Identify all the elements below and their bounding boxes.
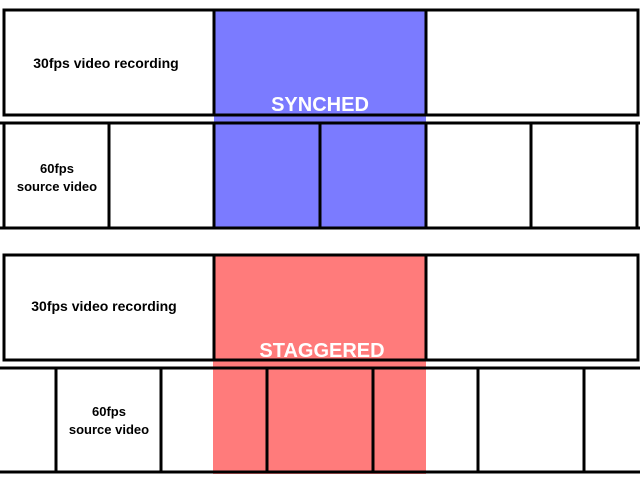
recording-frame xyxy=(424,8,640,117)
synched-title: SYNCHED xyxy=(271,94,369,116)
staggered-recording-label: 30fps video recording xyxy=(31,298,176,314)
staggered-recording-row xyxy=(2,253,640,362)
synched-source-row xyxy=(0,121,640,230)
synched-source-label-line1: 60fps xyxy=(40,161,74,176)
staggered-source-label-line2: source video xyxy=(69,422,149,437)
synched-recording-row xyxy=(2,8,640,117)
staggered-panel: STAGGERED 30fps video recording 60fps so… xyxy=(0,253,640,474)
staggered-title: STAGGERED xyxy=(259,340,384,362)
staggered-highlight xyxy=(213,255,426,474)
synched-recording-label: 30fps video recording xyxy=(33,55,178,71)
recording-frame xyxy=(424,253,640,362)
synched-panel: SYNCHED 30fps video recording 60fps sour… xyxy=(0,8,640,230)
synched-source-label-line2: source video xyxy=(17,179,97,194)
staggered-source-row xyxy=(0,366,640,474)
staggered-source-label-line1: 60fps xyxy=(92,404,126,419)
